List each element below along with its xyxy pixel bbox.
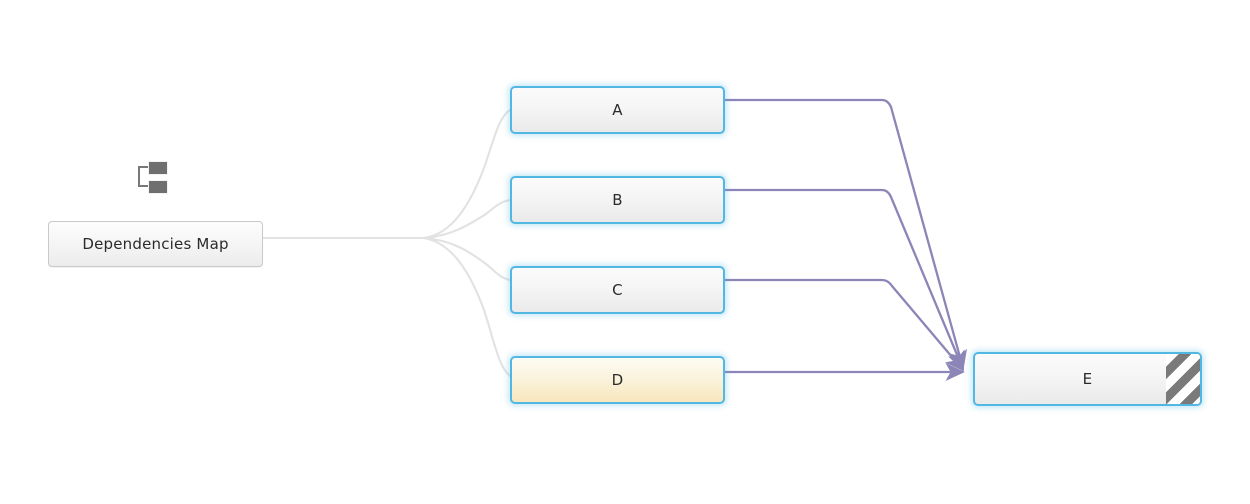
hierarchy-icon-box-bottom — [148, 180, 168, 194]
hierarchy-icon-box-top — [148, 161, 168, 175]
tree-edge-to-c — [422, 236, 512, 282]
dep-edge-b-to-e — [725, 188, 965, 371]
dep-edge-a-to-e — [725, 98, 967, 370]
node-label-b: B — [612, 191, 623, 209]
node-dependencies-map[interactable]: Dependencies Map — [48, 221, 263, 267]
node-e[interactable]: E — [973, 352, 1202, 406]
hierarchy-icon-branch-bottom — [138, 185, 149, 187]
dependency-edges — [725, 98, 967, 381]
node-label-root: Dependencies Map — [82, 235, 229, 253]
node-label-d: D — [611, 371, 624, 389]
tree-edge-to-a — [422, 108, 512, 240]
node-label-e: E — [1082, 370, 1093, 388]
node-b[interactable]: B — [510, 176, 725, 224]
node-label-a: A — [612, 101, 623, 119]
node-d[interactable]: D — [510, 356, 725, 404]
node-c[interactable]: C — [510, 266, 725, 314]
node-label-c: C — [612, 281, 623, 299]
dep-edge-c-to-e — [725, 278, 965, 372]
node-a[interactable]: A — [510, 86, 725, 134]
tree-edge-to-b — [422, 198, 512, 240]
hierarchy-icon-stem — [138, 166, 140, 187]
tree-edges — [261, 108, 512, 378]
node-e-hatch-pattern — [1166, 354, 1200, 404]
hierarchy-icon — [131, 161, 171, 195]
tree-edge-to-d — [422, 236, 512, 378]
hierarchy-icon-branch-top — [138, 166, 149, 168]
